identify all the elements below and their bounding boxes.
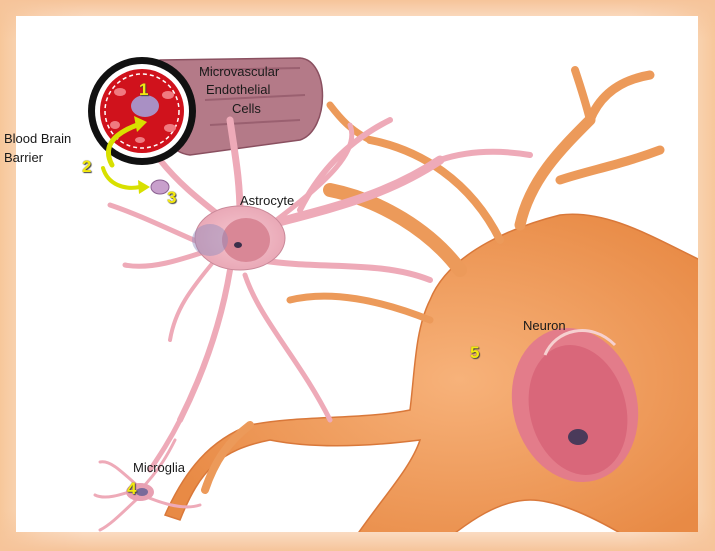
vessel-stripe	[204, 94, 306, 101]
migration-arrowhead	[138, 180, 150, 194]
astrocyte-process	[267, 122, 355, 228]
red-blood-cell	[164, 124, 176, 132]
marker-1: 1	[139, 80, 149, 99]
astrocyte-process	[122, 247, 213, 269]
neuron-nucleus-inner	[528, 345, 628, 475]
neuron-dendrite	[514, 114, 596, 231]
migration-arrow	[101, 166, 142, 190]
vessel-stripe	[209, 119, 301, 126]
astrocyte-process	[107, 202, 208, 248]
label-endothelial: Endothelial	[206, 82, 271, 97]
marker-4: 4	[127, 479, 137, 498]
neuron-dendrite	[323, 183, 467, 277]
red-blood-cell	[162, 91, 174, 99]
astrocyte-nucleus	[222, 218, 270, 262]
cell-diagram	[88, 57, 698, 532]
neuron	[163, 66, 698, 532]
astrocyte-process	[257, 257, 433, 283]
astrocyte-shade	[192, 224, 228, 256]
microvessel	[149, 57, 324, 156]
marker-5: 5	[470, 343, 480, 362]
neuron-nucleolus	[568, 429, 588, 445]
label-astrocyte: Astrocyte	[240, 193, 295, 208]
neuron-dendrite	[585, 70, 655, 125]
microglia-nucleus	[136, 488, 148, 496]
marker-2: 2	[82, 157, 92, 176]
neuron-dendrite	[286, 292, 434, 324]
red-blood-cell	[110, 121, 120, 129]
transmigration-arrowhead	[134, 116, 147, 132]
label-cells: Cells	[232, 101, 261, 116]
astrocyte	[107, 116, 533, 473]
marker-3: 3	[167, 188, 177, 207]
vessel-lumen	[88, 57, 196, 165]
red-blood-cell	[114, 88, 126, 96]
astrocyte-process	[242, 272, 333, 423]
migrated-cell	[150, 179, 170, 195]
label-microglia: Microglia	[133, 460, 186, 475]
label-barrier: Barrier	[4, 150, 44, 165]
neuron-dendrite	[366, 136, 504, 244]
astrocyte-process	[226, 116, 244, 219]
label-neuron: Neuron	[523, 318, 566, 333]
astrocyte-process	[437, 148, 533, 163]
astrocyte-process	[168, 258, 217, 342]
neuron-dendrite	[555, 145, 665, 185]
label-microvascular: Microvascular	[199, 64, 280, 79]
microglia-process	[98, 496, 140, 532]
astrocyte-nucleolus	[234, 242, 242, 248]
red-blood-cell	[135, 137, 145, 143]
diagram-panel	[16, 16, 698, 532]
transmigration-arrow	[106, 121, 143, 168]
lumen-dashed-boundary	[104, 73, 180, 149]
neuron-membrane-line	[543, 329, 617, 356]
astrocyte-process	[177, 267, 233, 423]
label-blood-brain: Blood Brain	[4, 131, 72, 146]
neuron-dendrite	[571, 66, 594, 124]
astrocyte-process	[147, 417, 183, 473]
microglia	[93, 438, 202, 532]
immune-cell-in-blood	[131, 95, 159, 117]
vessel-stripe	[199, 67, 301, 71]
neuron-dendrite	[201, 421, 254, 494]
